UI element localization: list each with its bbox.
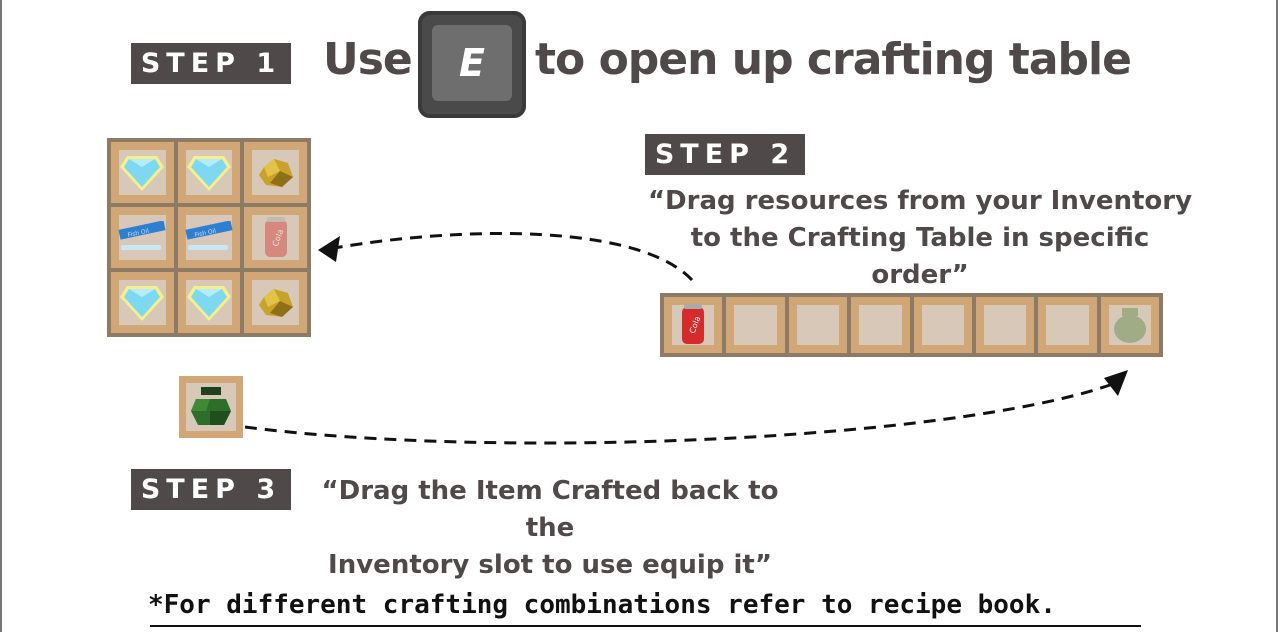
cola-can-icon: Cola — [264, 216, 287, 257]
inventory-slot[interactable] — [1038, 297, 1097, 353]
diamond-icon — [120, 155, 165, 191]
crafting-slot[interactable] — [244, 142, 307, 203]
step3-badge: STEP 3 — [131, 469, 291, 510]
crafting-slot[interactable]: Fish Oil — [177, 207, 241, 268]
diamond-icon — [120, 285, 165, 321]
crafted-item-slot[interactable] — [179, 376, 243, 438]
fish-oil-icon: Fish Oil — [185, 220, 233, 250]
fish-oil-label: Fish Oil — [194, 227, 217, 238]
e-key-label: E — [432, 25, 512, 101]
crafting-slot[interactable] — [177, 272, 241, 333]
step2-instructions: “Drag resources from your Inventory to t… — [640, 183, 1200, 294]
inventory-slot[interactable] — [913, 297, 972, 353]
inventory-slot[interactable] — [788, 297, 848, 353]
crafting-slot[interactable] — [177, 142, 241, 203]
step1-heading: to open up crafting table — [535, 34, 1132, 85]
inventory-slot[interactable] — [726, 297, 785, 353]
step1-badge: STEP 1 — [131, 43, 291, 84]
crafting-slot[interactable]: Fish Oil — [111, 207, 174, 268]
step2-badge: STEP 2 — [645, 134, 805, 175]
diamond-icon — [186, 155, 231, 191]
arrow-result-to-inventory — [244, 383, 1111, 445]
step3-line1: “Drag the Item Crafted back to the — [321, 476, 779, 543]
crafting-slot[interactable]: Cola — [244, 207, 307, 268]
inventory-slot[interactable] — [975, 297, 1035, 353]
crafting-grid[interactable]: Fish Oil Fish Oil Cola — [107, 138, 311, 337]
jar-icon — [1113, 308, 1146, 343]
gold-nugget-icon — [258, 158, 293, 187]
step1-use-text: Use — [323, 34, 413, 85]
cola-can-icon: Cola — [682, 304, 705, 344]
inventory-slot[interactable]: Cola — [664, 297, 723, 353]
crafting-slot[interactable] — [111, 272, 174, 333]
step3-instructions: “Drag the Item Crafted back to the Inven… — [300, 473, 800, 584]
crafting-slot[interactable] — [244, 272, 307, 333]
gold-nugget-icon — [258, 288, 293, 317]
inventory-slot[interactable] — [851, 297, 910, 353]
fish-oil-label: Fish Oil — [127, 227, 150, 238]
crafting-slot[interactable] — [111, 142, 174, 203]
arrow-inventory-to-grid — [333, 231, 694, 282]
inventory-slot[interactable] — [1100, 297, 1159, 353]
arrowhead-right — [1104, 370, 1128, 396]
footnote: *For different crafting combinations ref… — [148, 590, 1056, 620]
diamond-icon — [186, 285, 231, 321]
step2-line1: “Drag resources from your Inventory — [647, 186, 1193, 216]
inventory-hotbar[interactable]: Cola — [660, 293, 1163, 357]
grenade-icon — [191, 387, 231, 425]
fish-oil-icon: Fish Oil — [118, 220, 166, 250]
step2-line2: to the Crafting Table in specific order” — [690, 223, 1150, 290]
e-key-icon: E — [418, 11, 526, 118]
arrowhead-left — [318, 236, 340, 262]
step3-line2: Inventory slot to use equip it” — [328, 550, 772, 580]
footnote-underline — [150, 625, 1141, 627]
